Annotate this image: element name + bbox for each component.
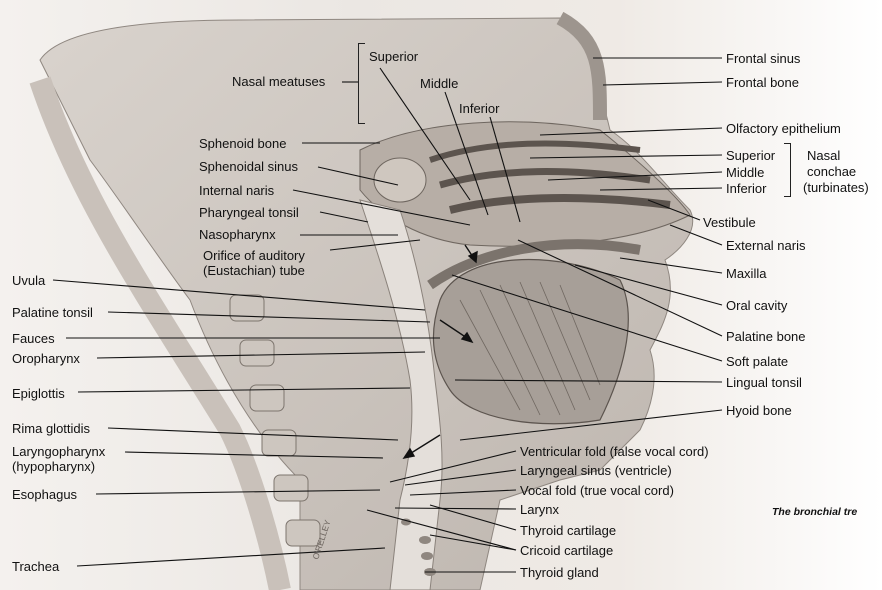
label-laryngopharynx: Laryngopharynx xyxy=(12,444,105,459)
label-frontal-bone: Frontal bone xyxy=(726,75,799,90)
label-pharyngeal-tonsil: Pharyngeal tonsil xyxy=(199,205,299,220)
label-eustachian-tube: (Eustachian) tube xyxy=(203,263,305,278)
sphenoidal-sinus-shape xyxy=(374,158,426,202)
label-conchae: conchae xyxy=(807,164,856,179)
label-soft-palate: Soft palate xyxy=(726,354,788,369)
label-sphenoid-bone: Sphenoid bone xyxy=(199,136,286,151)
tongue-shape xyxy=(433,260,628,424)
label-thyroid-cartilage: Thyroid cartilage xyxy=(520,523,616,538)
label-olfactory-epithelium: Olfactory epithelium xyxy=(726,121,841,136)
label-inferior-concha: Inferior xyxy=(726,181,766,196)
label-nasal: Nasal xyxy=(807,148,840,163)
leader-frontal-bone xyxy=(603,82,722,85)
label-maxilla: Maxilla xyxy=(726,266,766,281)
label-fauces: Fauces xyxy=(12,331,55,346)
label-oral-cavity: Oral cavity xyxy=(726,298,787,313)
label-cricoid-cartilage: Cricoid cartilage xyxy=(520,543,613,558)
label-superior-concha: Superior xyxy=(726,148,775,163)
label-superior-meatus: Superior xyxy=(369,49,418,64)
label-laryngeal-sinus: Laryngeal sinus (ventricle) xyxy=(520,463,672,478)
label-turbinates: (turbinates) xyxy=(803,180,869,195)
label-thyroid-gland: Thyroid gland xyxy=(520,565,599,580)
label-larynx: Larynx xyxy=(520,502,559,517)
label-nasopharynx: Nasopharynx xyxy=(199,227,276,242)
label-oropharynx: Oropharynx xyxy=(12,351,80,366)
label-epiglottis: Epiglottis xyxy=(12,386,65,401)
label-palatine-bone: Palatine bone xyxy=(726,329,806,344)
label-middle-meatus: Middle xyxy=(420,76,458,91)
label-rima-glottidis: Rima glottidis xyxy=(12,421,90,436)
label-vocal-fold: Vocal fold (true vocal cord) xyxy=(520,483,674,498)
label-nasal-meatuses: Nasal meatuses xyxy=(232,74,325,89)
label-hyoid-bone: Hyoid bone xyxy=(726,403,792,418)
label-middle-concha: Middle xyxy=(726,165,764,180)
label-internal-naris: Internal naris xyxy=(199,183,274,198)
label-hypopharynx: (hypopharynx) xyxy=(12,459,95,474)
nasal-meatuses-brace xyxy=(358,43,365,124)
label-inferior-meatus: Inferior xyxy=(459,101,499,116)
figure-caption-fragment: The bronchial tre xyxy=(772,506,857,518)
label-external-naris: External naris xyxy=(726,238,805,253)
label-lingual-tonsil: Lingual tonsil xyxy=(726,375,802,390)
label-uvula: Uvula xyxy=(12,273,45,288)
label-esophagus: Esophagus xyxy=(12,487,77,502)
label-vestibule: Vestibule xyxy=(703,215,756,230)
label-sphenoidal-sinus: Sphenoidal sinus xyxy=(199,159,298,174)
label-trachea: Trachea xyxy=(12,559,59,574)
label-ventricular-fold: Ventricular fold (false vocal cord) xyxy=(520,444,709,459)
nasal-conchae-brace xyxy=(784,143,791,197)
label-frontal-sinus: Frontal sinus xyxy=(726,51,800,66)
label-palatine-tonsil: Palatine tonsil xyxy=(12,305,93,320)
label-orifice-auditory: Orifice of auditory xyxy=(203,248,305,263)
